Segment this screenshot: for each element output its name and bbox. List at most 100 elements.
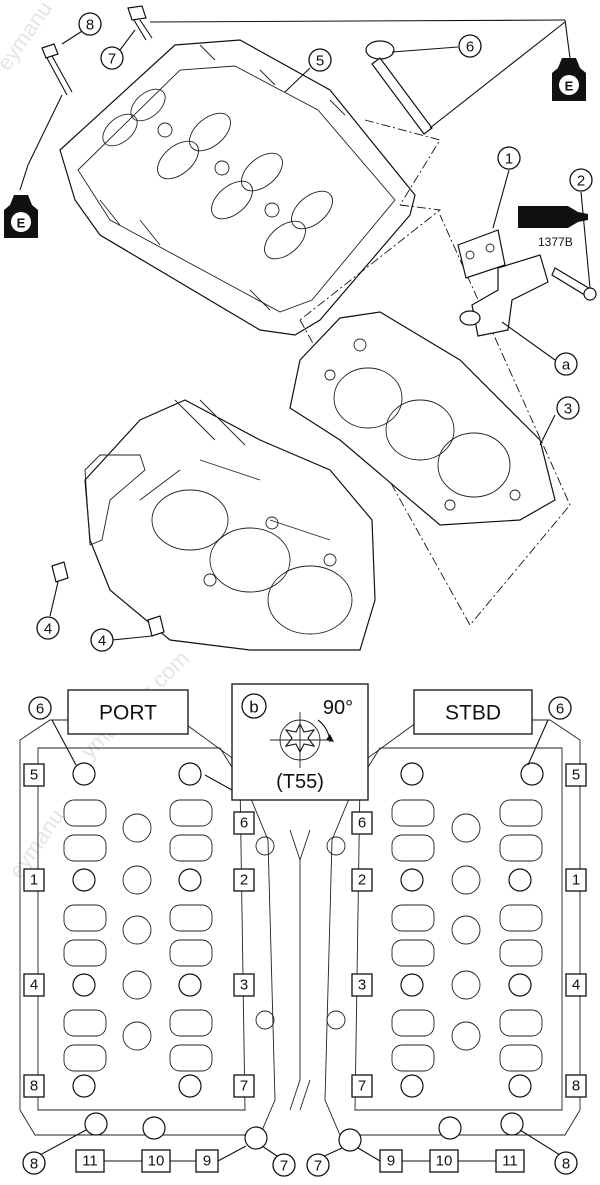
stbd-seq-4: 4 bbox=[565, 973, 587, 997]
svg-text:5: 5 bbox=[572, 767, 580, 784]
sealant-label: 1377B bbox=[538, 235, 573, 249]
bottom-callout-port-7: 7 bbox=[272, 1153, 296, 1177]
bolt-8-top bbox=[41, 43, 73, 96]
svg-text:8: 8 bbox=[86, 17, 94, 34]
callout-8: 8 bbox=[78, 12, 102, 36]
port-seq-10: 10 bbox=[141, 1149, 171, 1173]
svg-text:7: 7 bbox=[240, 1078, 248, 1095]
svg-text:3: 3 bbox=[564, 401, 572, 418]
svg-text:10: 10 bbox=[436, 1153, 453, 1170]
sealant-tube: 1377B bbox=[518, 206, 588, 249]
svg-text:6: 6 bbox=[240, 815, 248, 832]
cylinder-head-illustration bbox=[19, 5, 571, 336]
callout-1: 1 bbox=[497, 146, 521, 170]
port-seq-5: 5 bbox=[23, 763, 45, 787]
port-seq-11: 11 bbox=[75, 1149, 105, 1173]
callout-a: a bbox=[554, 352, 578, 376]
torque-callout: b 90° (T55) bbox=[204, 683, 369, 801]
engine-block bbox=[84, 399, 376, 651]
callout-3: 3 bbox=[556, 396, 580, 420]
svg-text:6: 6 bbox=[466, 39, 474, 56]
stbd-seq-1: 1 bbox=[565, 868, 587, 892]
dowel-pins bbox=[49, 561, 165, 641]
svg-text:7: 7 bbox=[358, 1078, 366, 1095]
watermark-1: eymanu bbox=[0, 0, 57, 75]
torque-angle: 90° bbox=[323, 697, 353, 719]
callout-7: 7 bbox=[100, 46, 124, 70]
port-seq-9: 9 bbox=[195, 1149, 219, 1173]
svg-text:5: 5 bbox=[316, 53, 324, 70]
svg-text:1: 1 bbox=[30, 872, 38, 889]
bottom-callout-port-6: 6 bbox=[28, 696, 52, 720]
port-seq-1: 1 bbox=[23, 868, 45, 892]
stbd-seq-3: 3 bbox=[351, 973, 373, 997]
bottom-callout-stbd-7: 7 bbox=[306, 1153, 330, 1177]
stbd-bolts bbox=[338, 762, 544, 1152]
head-gasket bbox=[289, 311, 556, 526]
stbd-seq-11: 11 bbox=[495, 1149, 525, 1173]
stbd-seq-2: 2 bbox=[351, 868, 373, 892]
port-seq-6: 6 bbox=[233, 811, 255, 835]
svg-text:7: 7 bbox=[280, 1158, 288, 1175]
svg-text:9: 9 bbox=[203, 1153, 211, 1170]
svg-text:8: 8 bbox=[30, 1078, 38, 1095]
bolt-7-top bbox=[127, 5, 153, 41]
stbd-seq-7: 7 bbox=[351, 1074, 373, 1098]
svg-text:8: 8 bbox=[572, 1078, 580, 1095]
port-label-box: PORT bbox=[67, 689, 189, 735]
port-bolts bbox=[72, 762, 268, 1150]
svg-text:1: 1 bbox=[572, 872, 580, 889]
callout-4-left: 4 bbox=[36, 616, 60, 640]
svg-text:4: 4 bbox=[44, 621, 52, 638]
stbd-seq-10: 10 bbox=[429, 1149, 459, 1173]
svg-text:9: 9 bbox=[387, 1153, 395, 1170]
callout-2: 2 bbox=[569, 168, 593, 192]
svg-text:4: 4 bbox=[30, 977, 38, 994]
svg-text:a: a bbox=[562, 357, 571, 374]
svg-text:6: 6 bbox=[358, 815, 366, 832]
svg-text:6: 6 bbox=[556, 701, 564, 718]
oil-symbol-right-letter: E bbox=[565, 79, 574, 94]
oil-symbol-left-letter: E bbox=[17, 216, 26, 231]
svg-text:1: 1 bbox=[505, 151, 513, 168]
torx-symbol bbox=[270, 712, 334, 768]
svg-text:7: 7 bbox=[108, 51, 116, 68]
port-journals bbox=[63, 799, 275, 1072]
stbd-seq-9: 9 bbox=[379, 1149, 403, 1173]
bottom-callout-stbd-6: 6 bbox=[548, 696, 572, 720]
stbd-label: STBD bbox=[445, 702, 501, 725]
svg-text:8: 8 bbox=[30, 1156, 38, 1173]
callout-6: 6 bbox=[458, 34, 482, 58]
svg-text:10: 10 bbox=[148, 1153, 165, 1170]
torque-b-label: b bbox=[249, 698, 258, 717]
svg-text:7: 7 bbox=[314, 1158, 322, 1175]
stbd-seq-6: 6 bbox=[351, 811, 373, 835]
svg-text:11: 11 bbox=[82, 1153, 98, 1170]
stbd-seq-8: 8 bbox=[565, 1074, 587, 1098]
stbd-label-box: STBD bbox=[413, 689, 533, 735]
svg-text:6: 6 bbox=[36, 701, 44, 718]
port-seq-3: 3 bbox=[233, 973, 255, 997]
bracket-part bbox=[457, 229, 597, 361]
svg-text:2: 2 bbox=[577, 173, 585, 190]
svg-text:11: 11 bbox=[502, 1153, 518, 1170]
stbd-seq-5: 5 bbox=[565, 763, 587, 787]
svg-text:3: 3 bbox=[240, 977, 248, 994]
svg-text:8: 8 bbox=[562, 1156, 570, 1173]
bolt-6-top bbox=[365, 40, 433, 135]
port-seq-4: 4 bbox=[23, 973, 45, 997]
stbd-journals bbox=[326, 799, 543, 1072]
oil-symbol-left: E bbox=[4, 195, 38, 238]
svg-text:5: 5 bbox=[30, 767, 38, 784]
svg-text:3: 3 bbox=[358, 977, 366, 994]
port-seq-8: 8 bbox=[23, 1074, 45, 1098]
svg-text:2: 2 bbox=[240, 872, 248, 889]
port-seq-2: 2 bbox=[233, 868, 255, 892]
oil-symbol-right: E bbox=[552, 58, 586, 101]
svg-text:2: 2 bbox=[358, 872, 366, 889]
bottom-callout-stbd-8: 8 bbox=[554, 1151, 578, 1175]
bottom-callout-port-8: 8 bbox=[22, 1151, 46, 1175]
svg-text:4: 4 bbox=[572, 977, 580, 994]
torque-tool: (T55) bbox=[276, 771, 324, 793]
